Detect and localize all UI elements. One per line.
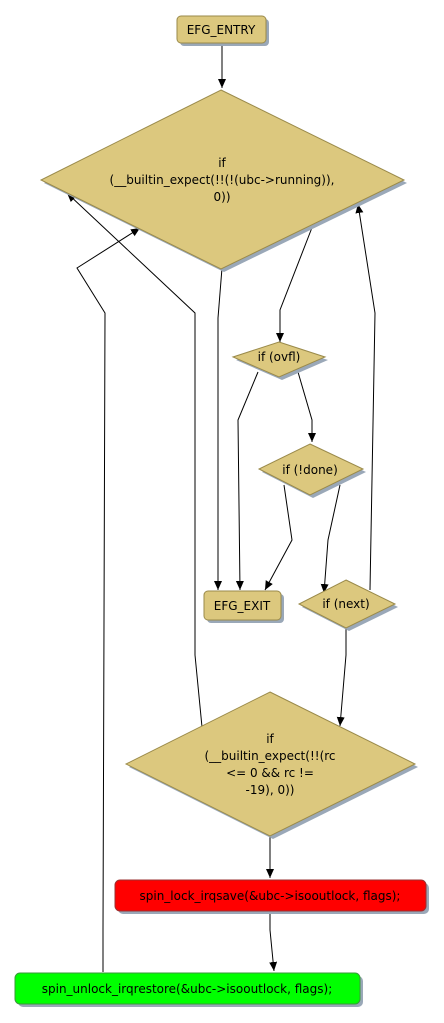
node-lock-label: spin_lock_irqsave(&ubc->isooutlock, flag… [140,889,401,903]
node-entry: EFG_ENTRY [176,15,269,46]
node-lock: spin_lock_irqsave(&ubc->isooutlock, flag… [114,879,429,914]
node-cond-running: if (__builtin_expect(!!(!(ubc->running))… [39,89,407,272]
node-lock-box [114,879,427,912]
edge-ovfl-to-done [297,371,316,442]
edge-done-to-exit [264,484,293,591]
edge-next-to-rc [336,628,347,727]
edge-rc-to-running [66,192,203,728]
node-cond-next: if (next) [297,579,398,631]
edge-ovfl-to-exit [235,371,259,591]
edges [66,46,376,972]
node-cond-running-label-2: (__builtin_expect(!!(!(ubc->running)), [110,173,335,187]
node-cond-done-diamond [257,443,365,496]
node-exit-label: EFG_EXIT [214,599,271,613]
node-unlock: spin_unlock_irqrestore(&ubc->isooutlock,… [14,972,363,1007]
node-cond-next-label: if (next) [322,597,369,611]
node-exit: EFG_EXIT [203,590,284,623]
node-cond-next-diamond [297,579,397,629]
node-unlock-box [14,972,361,1005]
node-cond-ovfl-diamond [231,341,327,378]
node-entry-box [176,15,267,44]
node-unlock-label: spin_unlock_irqrestore(&ubc->isooutlock,… [42,982,333,996]
edge-lock-to-unlock [269,913,278,972]
node-cond-ovfl-label: if (ovfl) [258,350,301,364]
edge-running-to-ovfl [276,224,314,342]
node-cond-running-label-1: if [218,156,226,170]
edge-unlock-to-running [76,227,141,972]
node-cond-rc-label-4: -19), 0)) [246,783,295,797]
node-cond-rc-label-3: <= 0 && rc != [226,766,314,780]
node-cond-running-label-3: 0)) [214,190,231,204]
node-cond-rc-label-1: if [266,732,274,746]
node-cond-rc-label-2: (__builtin_expect(!!(rc [204,749,335,763]
node-exit-box [203,590,282,621]
edge-done-to-next [320,484,341,594]
node-cond-rc-diamond [124,691,417,837]
node-cond-rc: if (__builtin_expect(!!(rc <= 0 && rc !=… [124,691,418,839]
node-cond-done: if (!done) [257,443,366,498]
node-cond-done-label: if (!done) [282,463,338,477]
node-cond-ovfl: if (ovfl) [231,341,328,380]
edge-next-to-running [355,203,376,591]
node-cond-running-diamond [39,89,406,270]
node-entry-label: EFG_ENTRY [187,23,256,37]
edge-running-to-exit [214,267,223,590]
